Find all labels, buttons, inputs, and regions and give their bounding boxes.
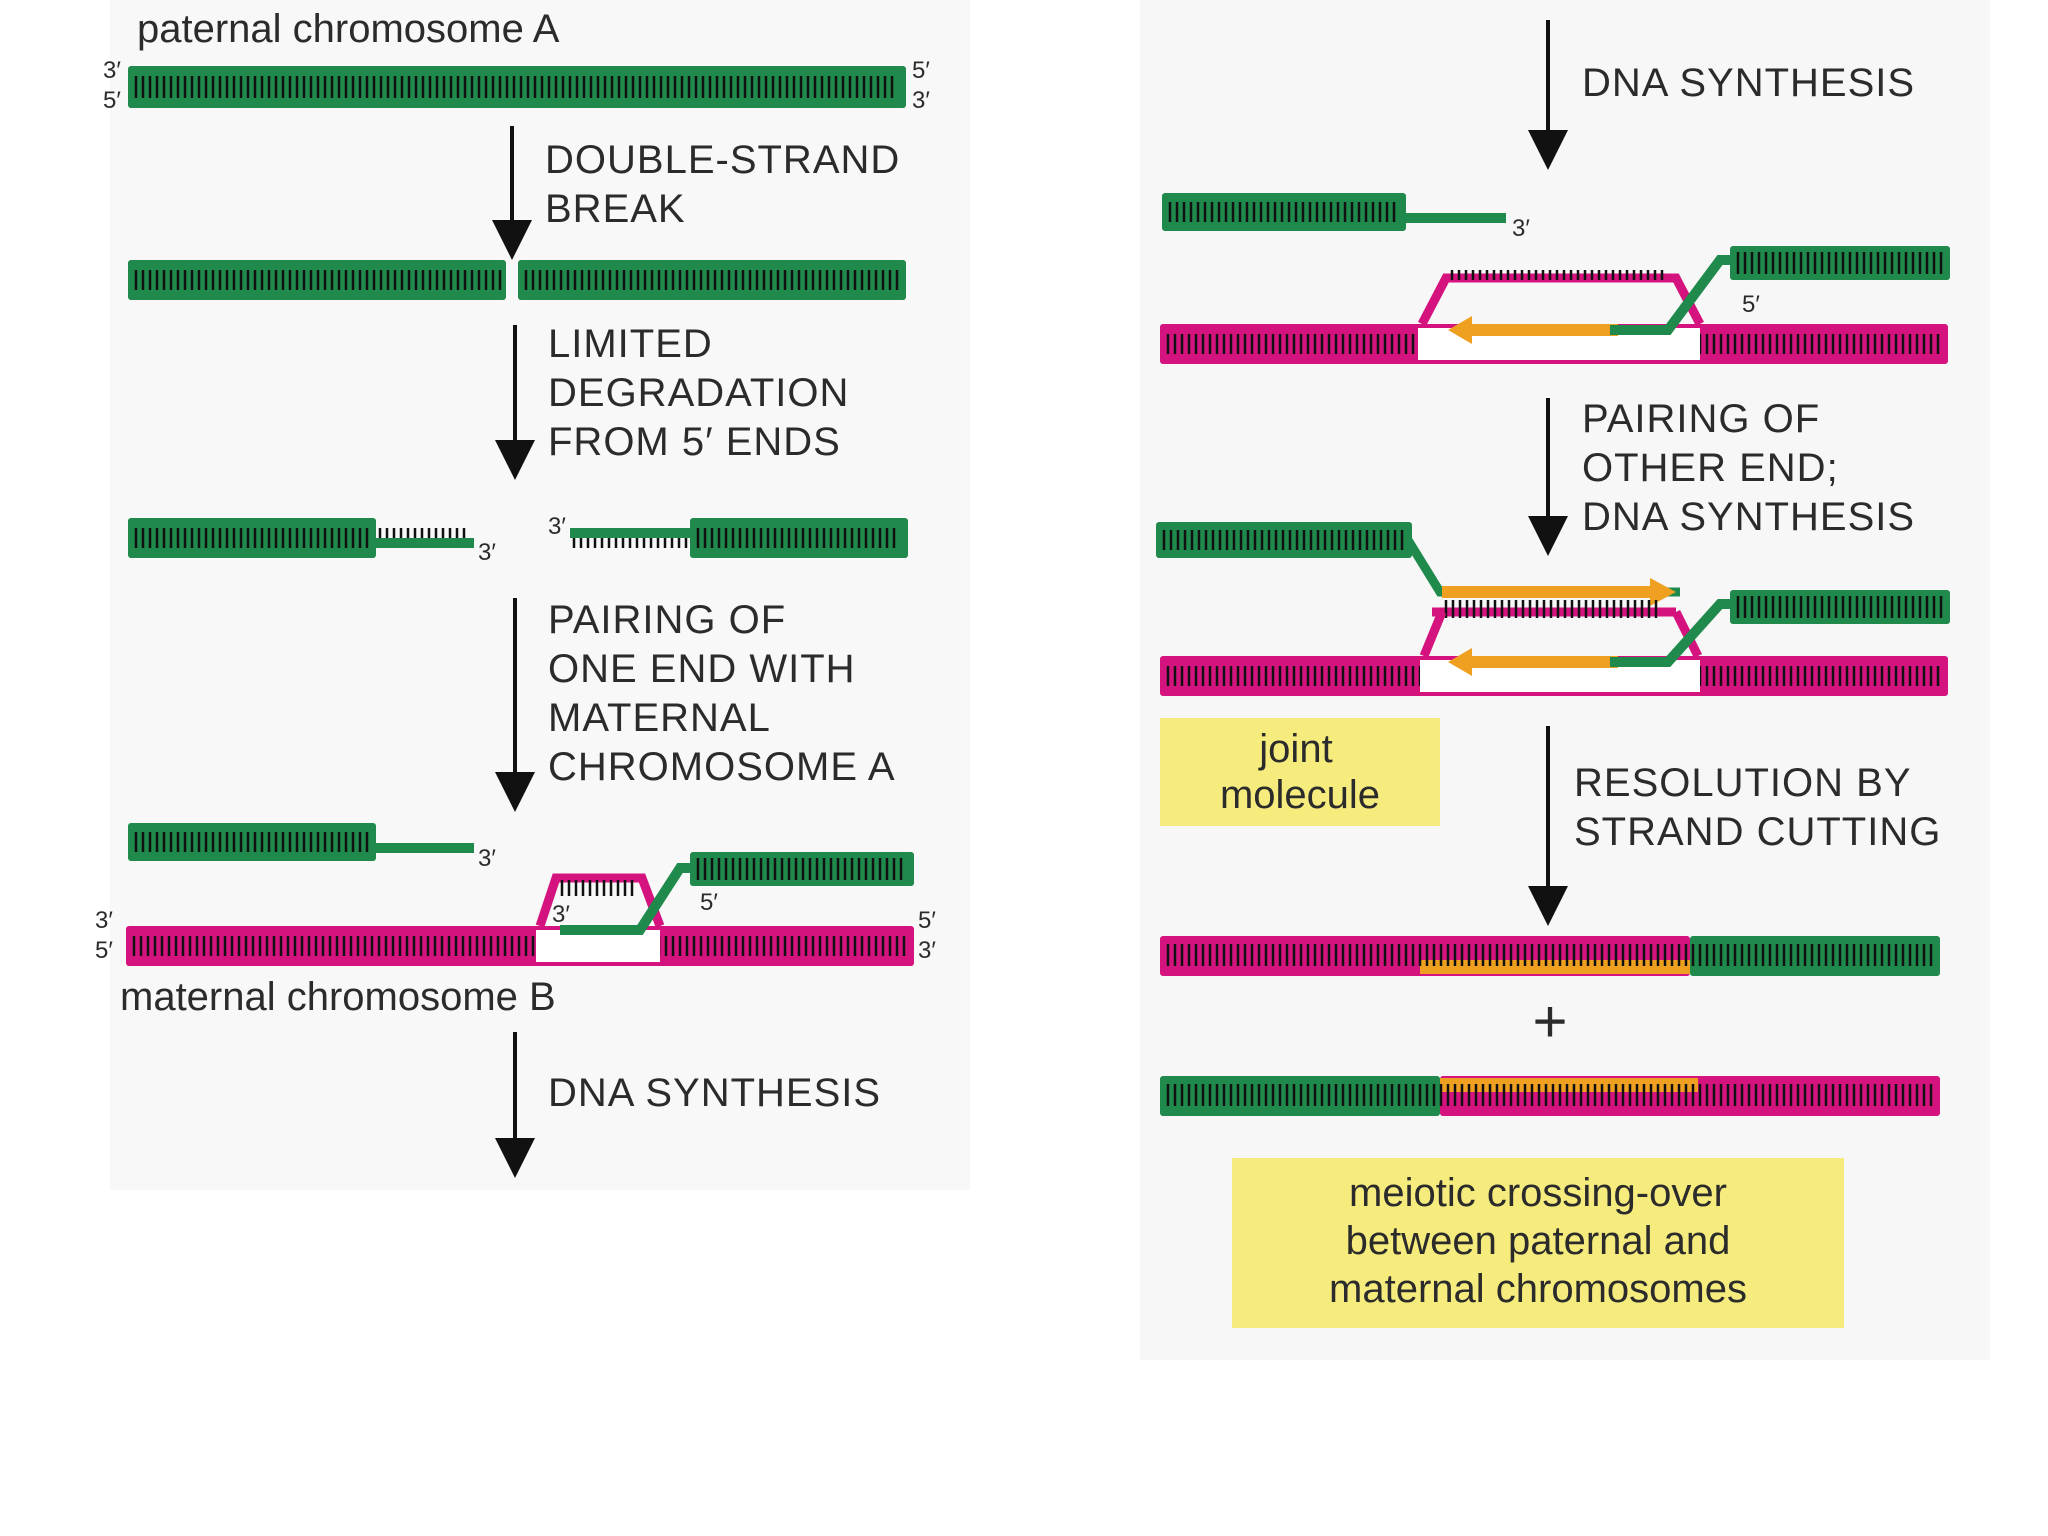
end-label: 3′ bbox=[103, 57, 121, 84]
step-label-break-2: BREAK bbox=[545, 187, 686, 231]
maternal-duplex-right-a bbox=[1160, 270, 1948, 364]
maternal-chromosome-label: maternal chromosome B bbox=[120, 975, 556, 1019]
paternal-left-end-right bbox=[1162, 193, 1506, 231]
invading-paternal-strand bbox=[560, 852, 914, 935]
step-label-degrade-3: FROM 5′ ENDS bbox=[548, 420, 841, 464]
end-label: 5′ bbox=[912, 57, 930, 84]
joint-molecule-label-2: molecule bbox=[1220, 773, 1380, 817]
maternal-duplex bbox=[126, 873, 914, 966]
product-duplex-2 bbox=[1160, 1076, 1940, 1116]
end-label: 3′ bbox=[95, 907, 113, 934]
end-label: 3′ bbox=[1512, 215, 1530, 242]
paternal-chromosome-label: paternal chromosome A bbox=[137, 7, 560, 51]
step-label-other-1: PAIRING OF bbox=[1582, 397, 1820, 441]
step-label-break-1: DOUBLE-STRAND bbox=[545, 138, 900, 182]
joint-molecule-box bbox=[1160, 718, 1440, 826]
resected-end-right bbox=[570, 518, 908, 558]
step-label-synth-left: DNA SYNTHESIS bbox=[548, 1071, 881, 1115]
step-label-degrade-1: LIMITED bbox=[548, 322, 713, 366]
broken-duplex-right bbox=[518, 260, 906, 300]
base-pair-ticks bbox=[378, 528, 466, 538]
base-pair-ticks bbox=[572, 538, 688, 548]
base-pair-ticks bbox=[524, 270, 899, 290]
step-label-synth-right: DNA SYNTHESIS bbox=[1582, 61, 1915, 105]
step-label-other-2: OTHER END; bbox=[1582, 446, 1839, 490]
broken-duplex-left bbox=[128, 260, 506, 300]
product-duplex-1 bbox=[1160, 936, 1940, 976]
base-pair-ticks bbox=[134, 528, 369, 548]
end-label: 5′ bbox=[1742, 291, 1760, 318]
plus-sign: + bbox=[1532, 988, 1567, 1055]
left-panel-bg bbox=[110, 0, 970, 1190]
resected-end-left bbox=[128, 518, 474, 558]
base-pair-ticks bbox=[1166, 1084, 1933, 1106]
step-label-other-3: DNA SYNTHESIS bbox=[1582, 495, 1915, 539]
end-label: 3′ bbox=[478, 845, 496, 872]
joint-molecule-label-1: joint bbox=[1258, 727, 1332, 771]
step-label-pair-3: MATERNAL bbox=[548, 696, 771, 740]
end-label: 5′ bbox=[95, 937, 113, 964]
base-pair-ticks bbox=[134, 270, 502, 290]
end-label: 3′ bbox=[918, 937, 936, 964]
base-pair-ticks bbox=[1166, 944, 1933, 966]
crossover-label-3: maternal chromosomes bbox=[1329, 1267, 1747, 1311]
step-label-pair-2: ONE END WITH bbox=[548, 647, 856, 691]
crossover-box bbox=[1232, 1158, 1844, 1328]
end-label: 5′ bbox=[103, 87, 121, 114]
end-label: 3′ bbox=[548, 513, 566, 540]
base-pair-ticks bbox=[134, 832, 369, 852]
base-pair-ticks bbox=[1736, 252, 1943, 274]
crossover-label-1: meiotic crossing-over bbox=[1349, 1171, 1727, 1215]
end-label: 3′ bbox=[552, 901, 570, 928]
end-label: 3′ bbox=[478, 539, 496, 566]
invading-strand-a bbox=[1610, 246, 1950, 335]
base-pair-ticks bbox=[696, 858, 903, 880]
end-label: 5′ bbox=[700, 889, 718, 916]
base-pair-ticks bbox=[1168, 202, 1396, 222]
crossover-label-2: between paternal and bbox=[1346, 1219, 1731, 1263]
base-pair-ticks bbox=[560, 880, 634, 896]
step-label-resolution-2: STRAND CUTTING bbox=[1574, 810, 1941, 854]
paternal-duplex bbox=[128, 66, 906, 108]
end-label: 3′ bbox=[912, 87, 930, 114]
base-pair-ticks bbox=[1444, 600, 1658, 618]
step-label-degrade-2: DEGRADATION bbox=[548, 371, 849, 415]
base-pair-ticks bbox=[696, 528, 896, 548]
paternal-left-end bbox=[128, 823, 474, 861]
step-label-pair-4: CHROMOSOME A bbox=[548, 745, 896, 789]
base-pair-ticks bbox=[1450, 270, 1664, 280]
joint-molecule-strands bbox=[1156, 522, 1950, 696]
synthesis-strand-a bbox=[1448, 316, 1618, 344]
end-label: 5′ bbox=[918, 907, 936, 934]
base-pair-ticks bbox=[1162, 530, 1404, 550]
step-label-resolution-1: RESOLUTION BY bbox=[1574, 761, 1912, 805]
step-label-pair-1: PAIRING OF bbox=[548, 598, 786, 642]
base-pair-ticks bbox=[134, 76, 894, 98]
base-pair-ticks bbox=[1736, 596, 1943, 618]
